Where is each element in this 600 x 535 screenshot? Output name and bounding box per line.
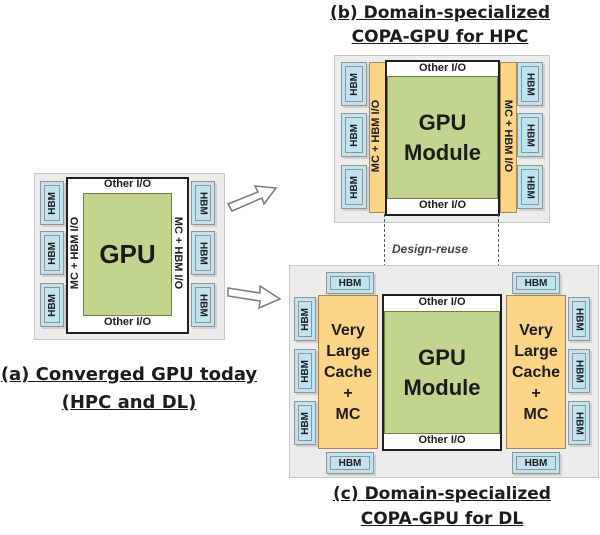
hbm-stack: HBM	[517, 113, 543, 157]
hbm-stack: HBM	[326, 272, 374, 294]
cache-mc-right: Very Large Cache + MC	[506, 295, 566, 449]
hbm-label: HBM	[573, 411, 585, 435]
hbm-label: HBM	[524, 72, 536, 96]
hbm-stack: HBM	[191, 181, 215, 225]
hbm-label: HBM	[197, 293, 209, 317]
mc-hbm-io-bar-right	[500, 62, 517, 213]
other-io-top: Other I/O	[103, 178, 152, 190]
mc-hbm-io-right: MC + HBM I/O	[502, 99, 514, 173]
cache-mc-left: Very Large Cache + MC	[318, 295, 378, 449]
other-io-bottom: Other I/O	[418, 434, 466, 446]
hbm-label: HBM	[197, 241, 209, 265]
hbm-label: HBM	[348, 72, 360, 96]
other-io-bottom: Other I/O	[103, 316, 152, 328]
hbm-label: HBM	[524, 457, 548, 469]
hbm-label: HBM	[524, 277, 548, 289]
hbm-label: HBM	[46, 191, 58, 215]
cache-line: MC	[335, 405, 361, 423]
gpu-module-label-2: Module	[403, 374, 481, 400]
hbm-label: HBM	[348, 123, 360, 147]
hbm-label: HBM	[573, 307, 585, 331]
other-io-top: Other I/O	[418, 62, 467, 74]
hbm-stack: HBM	[191, 231, 215, 275]
hbm-stack: HBM	[517, 165, 543, 209]
hbm-stack: HBM	[326, 452, 374, 474]
hbm-stack: HBM	[568, 349, 590, 393]
hbm-label: HBM	[573, 359, 585, 383]
hbm-stack: HBM	[40, 181, 64, 225]
hbm-label: HBM	[348, 175, 360, 199]
cache-line: +	[531, 384, 541, 402]
mc-hbm-io-right: MC + HBM I/O	[172, 216, 184, 290]
hbm-label: HBM	[299, 359, 311, 383]
other-io-bottom: Other I/O	[418, 199, 467, 211]
hbm-stack: HBM	[40, 283, 64, 327]
cache-line: +	[343, 384, 353, 402]
gpu-core: GPU	[83, 193, 172, 316]
title-c-line2: COPA-GPU for DL	[360, 509, 524, 529]
title-c-line1: (c) Domain-specialized	[333, 484, 551, 504]
cache-line: Large	[326, 342, 370, 360]
gpu-module-core-b: GPU Module	[387, 76, 498, 199]
mc-hbm-io-left: MC + HBM I/O	[370, 99, 382, 173]
hbm-stack: HBM	[341, 165, 367, 209]
hbm-label: HBM	[524, 123, 536, 147]
arrow-to-b	[226, 185, 278, 212]
hbm-stack: HBM	[512, 452, 560, 474]
cache-line: Cache	[323, 363, 373, 381]
gpu-label: GPU	[99, 239, 156, 269]
title-a-line1: (a) Converged GPU today	[0, 364, 258, 385]
cache-line: Large	[514, 342, 558, 360]
design-reuse-label: Design-reuse	[392, 242, 469, 256]
hbm-label: HBM	[46, 293, 58, 317]
hbm-stack: HBM	[40, 231, 64, 275]
hbm-label: HBM	[338, 457, 362, 469]
hbm-stack: HBM	[341, 62, 367, 106]
hbm-stack: HBM	[191, 283, 215, 327]
gpu-module-core-c: GPU Module	[384, 311, 500, 434]
cache-line: Very	[331, 321, 365, 339]
hbm-label: HBM	[338, 277, 362, 289]
title-a-line2: (HPC and DL)	[61, 392, 197, 413]
hbm-stack: HBM	[517, 62, 543, 106]
other-io-top: Other I/O	[418, 296, 466, 308]
gpu-module-label-2: Module	[404, 139, 481, 165]
hbm-stack: HBM	[294, 349, 316, 393]
hbm-stack: HBM	[341, 113, 367, 157]
hbm-label: HBM	[299, 411, 311, 435]
design-reuse-line-right	[498, 214, 499, 292]
mc-hbm-io-left: MC + HBM I/O	[69, 216, 81, 290]
title-b-line2: COPA-GPU for HPC	[351, 27, 529, 47]
gpu-module-label-1: GPU	[418, 109, 467, 135]
hbm-stack: HBM	[294, 401, 316, 445]
hbm-stack: HBM	[512, 272, 560, 294]
arrow-to-c	[227, 284, 282, 310]
cache-line: Cache	[511, 363, 561, 381]
cache-line: MC	[523, 405, 549, 423]
hbm-label: HBM	[524, 175, 536, 199]
hbm-stack: HBM	[294, 297, 316, 341]
hbm-stack: HBM	[568, 297, 590, 341]
hbm-stack: HBM	[568, 401, 590, 445]
hbm-label: HBM	[46, 241, 58, 265]
hbm-label: HBM	[299, 307, 311, 331]
hbm-label: HBM	[197, 191, 209, 215]
cache-line: Very	[519, 321, 553, 339]
title-b-line1: (b) Domain-specialized	[329, 3, 551, 23]
design-reuse-line-left	[384, 214, 385, 292]
gpu-module-label-1: GPU	[418, 344, 466, 370]
